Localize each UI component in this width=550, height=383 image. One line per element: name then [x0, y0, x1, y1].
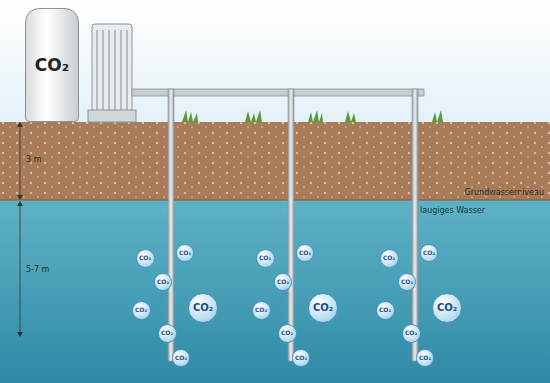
- co2-bubble: CO₂: [402, 324, 421, 343]
- bubble-label: CO₂: [313, 303, 333, 313]
- gas-tank: CO₂: [25, 8, 79, 122]
- co2-bubble: CO₂: [172, 349, 190, 367]
- bubble-label: CO₂: [299, 250, 311, 256]
- bubble-label: CO₂: [179, 250, 191, 256]
- compressor: [88, 24, 136, 122]
- co2-bubble: CO₂: [376, 301, 395, 320]
- bubble-label: CO₂: [295, 355, 307, 361]
- water-label: laugiges Wasser: [420, 207, 485, 215]
- co2-bubble: CO₂: [420, 244, 438, 262]
- co2-bubble: CO₂: [432, 293, 462, 323]
- co2-bubble: CO₂: [296, 244, 314, 262]
- level-label: Grundwasserniveau: [465, 189, 544, 197]
- bubble-label: CO₂: [401, 279, 413, 285]
- bubble-label: CO₂: [405, 330, 417, 336]
- co2-bubble: CO₂: [256, 249, 275, 268]
- soil: [0, 122, 550, 200]
- co2-bubble: CO₂: [292, 349, 310, 367]
- co2-bubble: CO₂: [176, 244, 194, 262]
- co2-bubble: CO₂: [158, 324, 177, 343]
- bubble-label: CO₂: [255, 307, 267, 313]
- pipes: [132, 89, 424, 361]
- bubble-label: CO₂: [437, 303, 457, 313]
- co2-bubble: CO₂: [252, 301, 271, 320]
- co2-bubble: CO₂: [188, 293, 218, 323]
- bubble-label: CO₂: [277, 279, 289, 285]
- bubble-label: CO₂: [157, 279, 169, 285]
- bubble-label: CO₂: [423, 250, 435, 256]
- co2-bubble: CO₂: [380, 249, 399, 268]
- bubble-label: CO₂: [135, 307, 147, 313]
- tank-label: CO₂: [35, 57, 69, 74]
- groundwater: [0, 200, 550, 383]
- co2-bubble: CO₂: [274, 273, 292, 291]
- bubble-label: CO₂: [419, 355, 431, 361]
- co2-bubble: CO₂: [132, 301, 151, 320]
- co2-bubble: CO₂: [308, 293, 338, 323]
- dimension-label: 3 m: [26, 156, 41, 164]
- co2-bubble: CO₂: [278, 324, 297, 343]
- grass: [182, 110, 443, 122]
- bubble-label: CO₂: [281, 330, 293, 336]
- soil-texture: [0, 122, 550, 200]
- co2-bubble: CO₂: [416, 349, 434, 367]
- dimension-label: 5-7 m: [26, 266, 49, 274]
- water-table: [0, 200, 550, 201]
- bubble-label: CO₂: [383, 255, 395, 261]
- sky: [0, 0, 550, 123]
- bubble-label: CO₂: [259, 255, 271, 261]
- bubble-label: CO₂: [193, 303, 213, 313]
- bubble-label: CO₂: [379, 307, 391, 313]
- bubble-label: CO₂: [139, 255, 151, 261]
- co2-bubble: CO₂: [398, 273, 416, 291]
- bubble-label: CO₂: [161, 330, 173, 336]
- bubble-label: CO₂: [175, 355, 187, 361]
- dimension-lines: [17, 122, 23, 337]
- co2-bubble: CO₂: [136, 249, 155, 268]
- co2-bubble: CO₂: [154, 273, 172, 291]
